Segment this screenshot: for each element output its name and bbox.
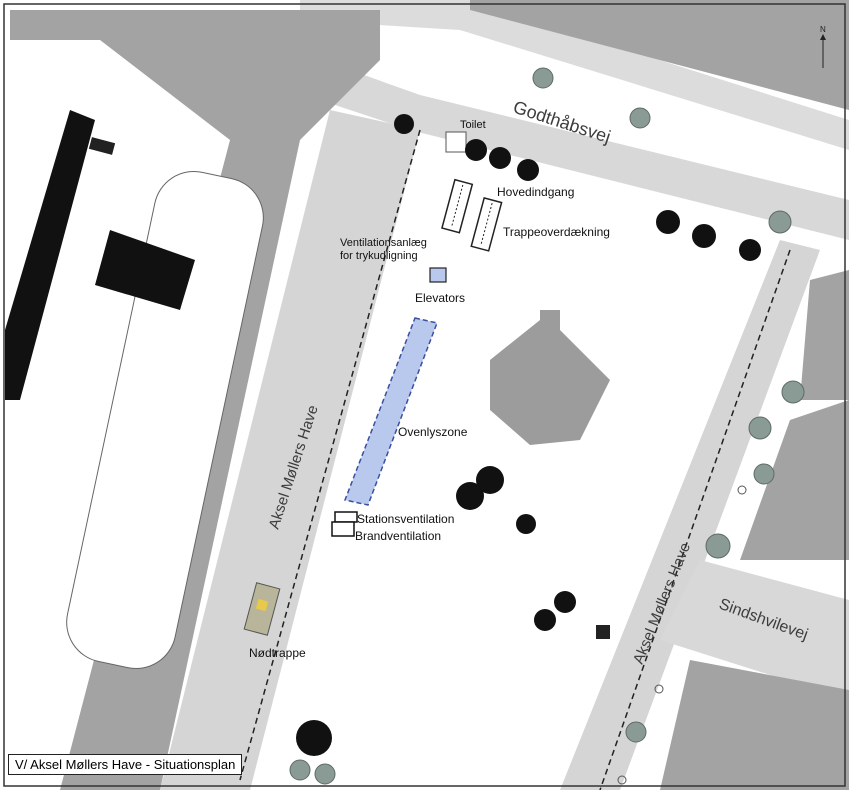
dark-trees: [296, 114, 761, 756]
building-north-row: [470, 0, 849, 110]
marker-circles: [617, 485, 747, 785]
label-nodtrappe: Nødtrappe: [249, 646, 306, 660]
emergency-stair: [243, 582, 281, 636]
north-arrow-label: N: [820, 25, 826, 34]
north-arrow-icon: N: [820, 25, 826, 68]
parking-dark-block: [95, 230, 195, 310]
label-ovenlyszone: Ovenlyszone: [398, 425, 468, 439]
boundary-west: [239, 129, 421, 781]
label-hovedindgang: Hovedindgang: [497, 185, 574, 199]
boundary-east: [599, 249, 791, 790]
elevator-box: [429, 267, 447, 283]
building-east-upper: [800, 270, 849, 400]
building-west-upper: [10, 10, 300, 40]
skylight-zone: [343, 317, 439, 506]
label-brandventilation: Brandventilation: [355, 529, 441, 543]
map-frame: [3, 3, 846, 787]
central-building: [490, 310, 610, 445]
label-toilet: Toilet: [460, 119, 486, 131]
grey-trees: [289, 67, 805, 785]
building-east-lower: [660, 660, 849, 790]
label-trappeoverdaekning: Trappeoverdækning: [503, 225, 610, 239]
small-dark-square: [596, 625, 610, 639]
label-elevators: Elevators: [415, 291, 465, 305]
small-dark-marker: [88, 137, 116, 155]
building-east-mid: [740, 400, 849, 560]
label-ventilation-2: for trykudligning: [340, 250, 418, 262]
label-stationsventilation: Stationsventilation: [357, 512, 454, 526]
aksel-east-sidewalk: [560, 240, 820, 790]
parking-dark-strip: [5, 110, 95, 400]
parking-white-lane: [66, 170, 264, 670]
label-ventilation-1: Ventilationsanlæg: [340, 237, 427, 249]
aksel-west-sidewalk: [160, 110, 420, 790]
station-ventilation-boxes: [331, 511, 358, 537]
sindshvilevej-sidewalk: [660, 560, 849, 700]
map-caption: V/ Aksel Møllers Have - Situationsplan: [8, 754, 243, 775]
toilet-box: [445, 131, 467, 153]
main-entrance-stairs: [441, 178, 503, 252]
